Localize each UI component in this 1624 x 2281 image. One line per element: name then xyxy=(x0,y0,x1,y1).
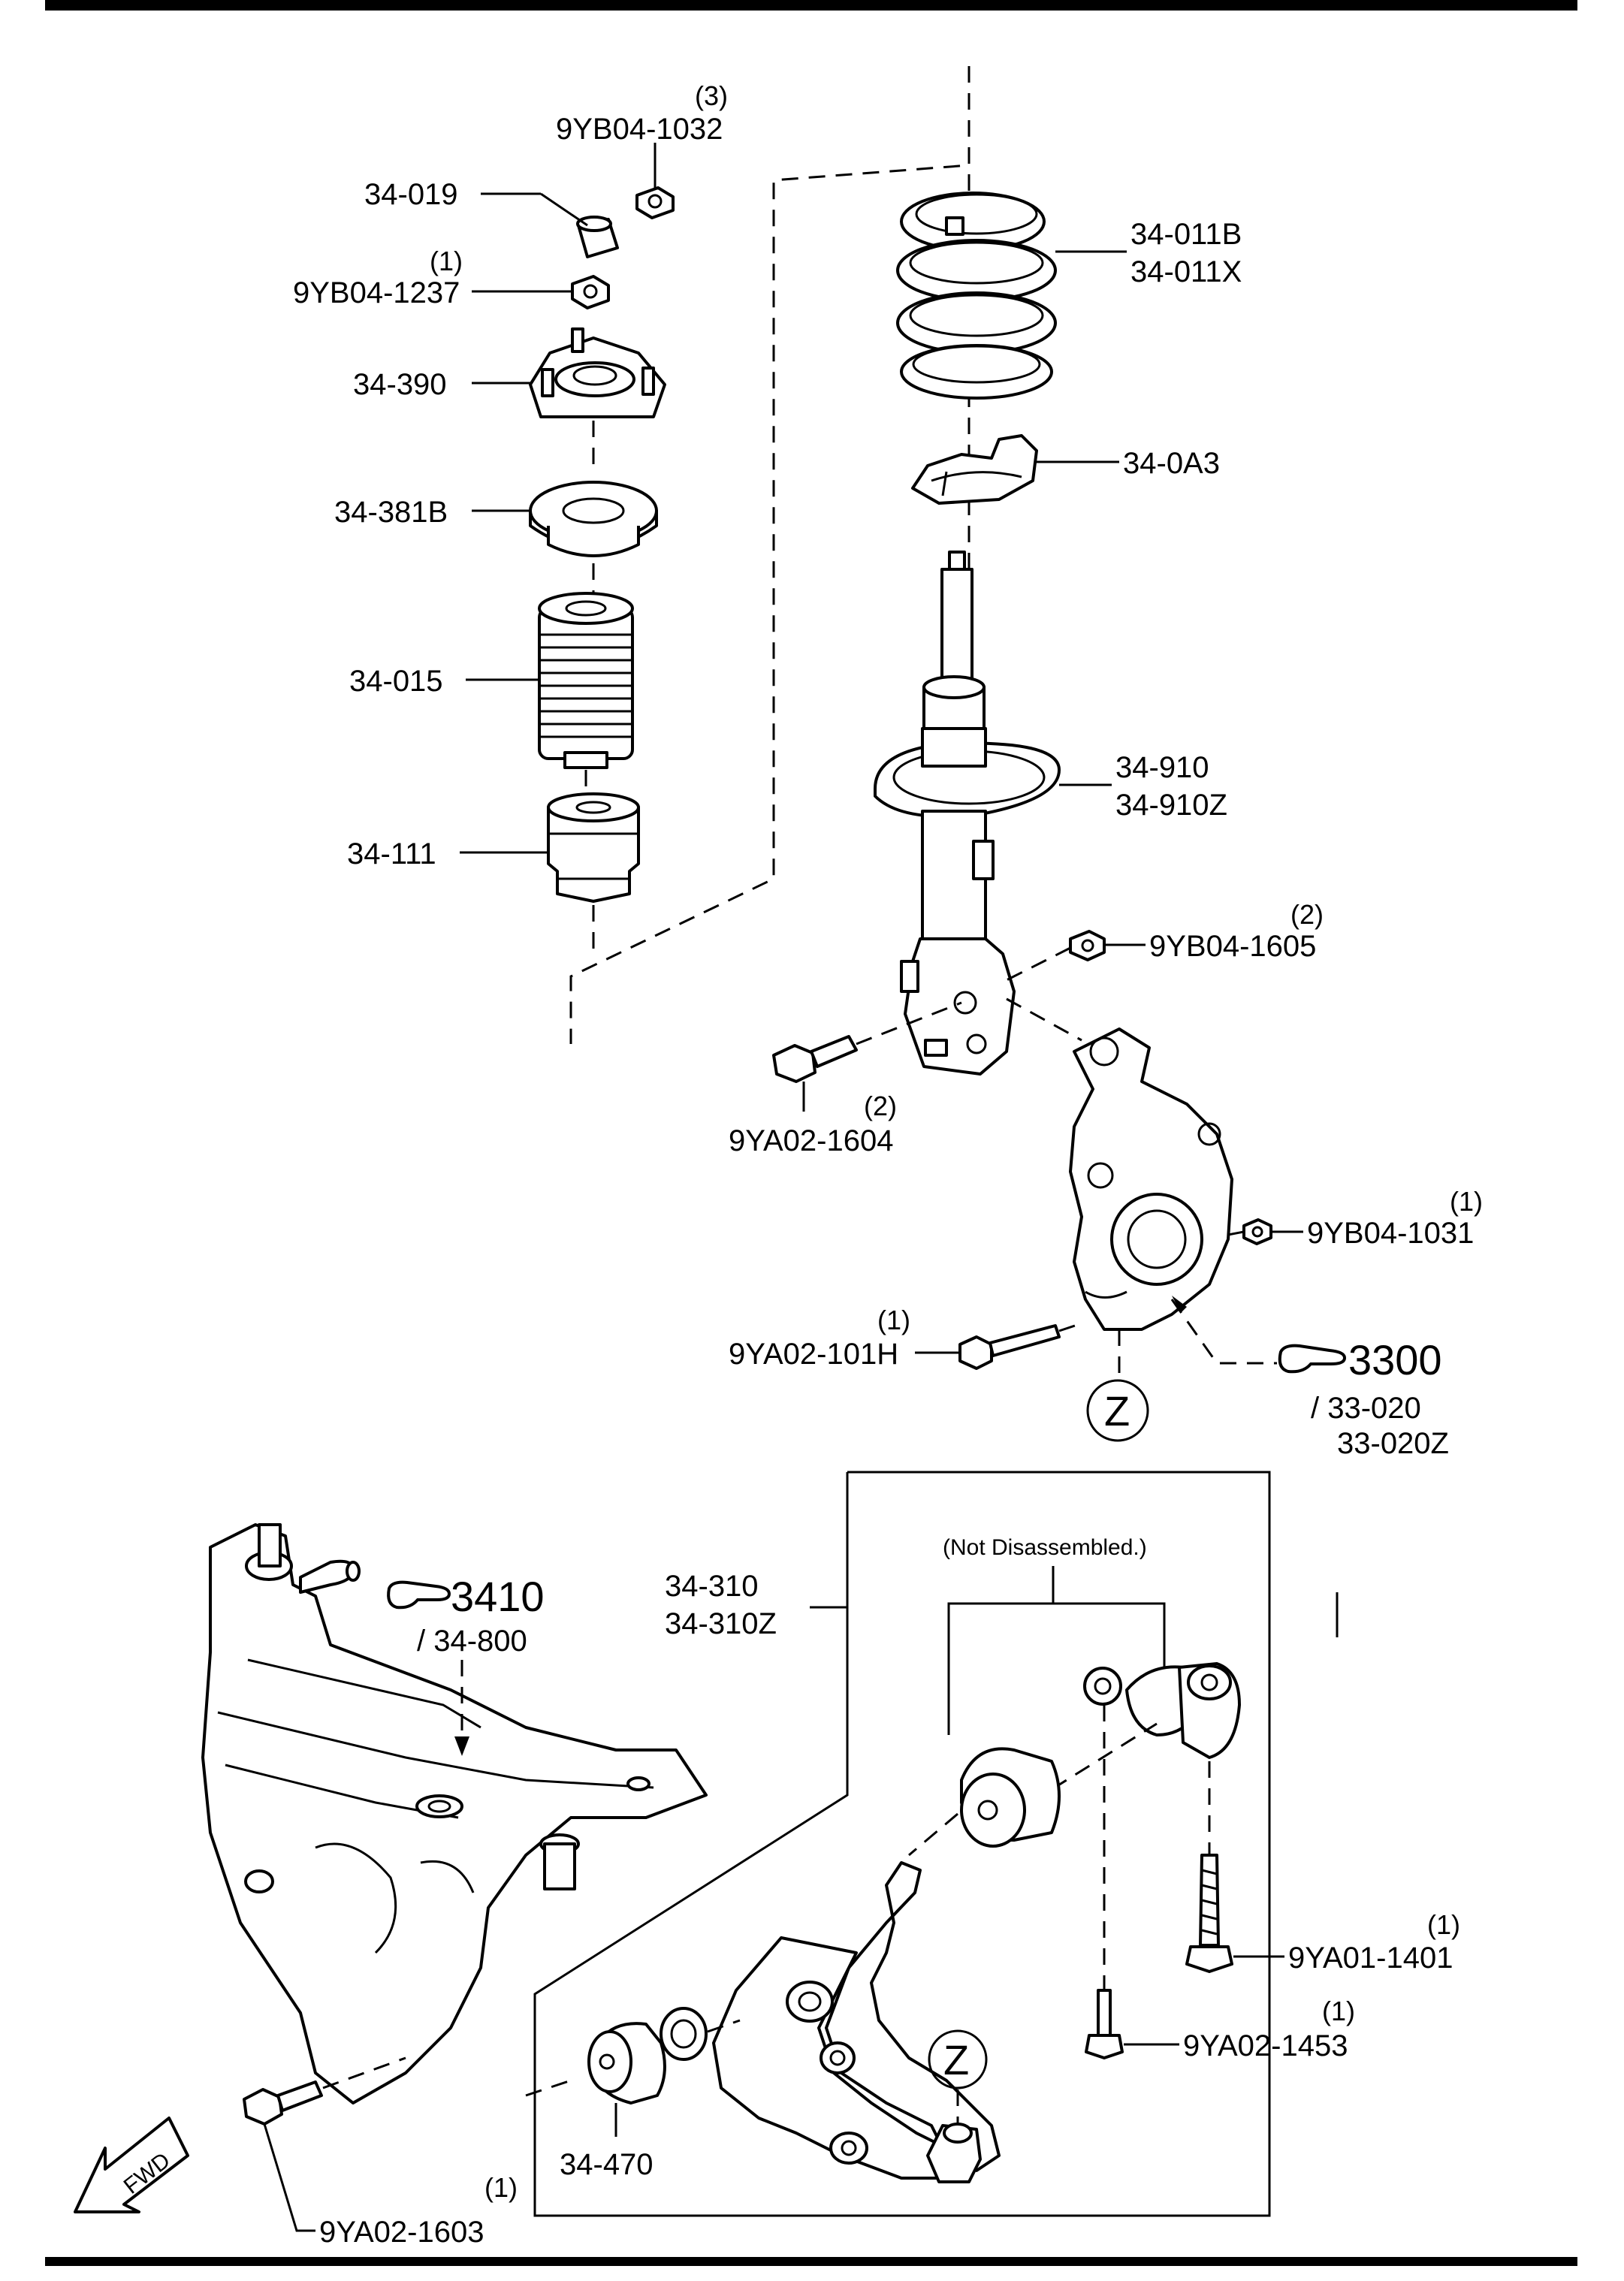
bolt-9ya02-1603-drawing xyxy=(243,2080,323,2126)
label-34-310: 34-310 xyxy=(665,1570,759,1603)
top-rule xyxy=(45,0,1577,11)
label-34-011x: 34-011X xyxy=(1130,255,1242,288)
qty-9yb04-1605: (2) xyxy=(1290,899,1324,930)
strut-34-910-drawing xyxy=(874,551,1061,1076)
bolt-9ya01-1401-drawing xyxy=(1185,1854,1233,1973)
nut-9yb04-1605-drawing xyxy=(1069,930,1106,961)
label-34-390: 34-390 xyxy=(353,368,447,401)
bottom-rule xyxy=(45,2257,1577,2266)
z-marker-circle-bottom xyxy=(928,2029,988,2089)
qty-9ya02-1603: (1) xyxy=(484,2172,518,2203)
label-34-381b: 34-381B xyxy=(334,496,448,529)
nut-9yb04-1031-drawing xyxy=(1242,1218,1272,1245)
label-34-910z: 34-910Z xyxy=(1115,789,1227,822)
label-34-310z: 34-310Z xyxy=(665,1607,777,1640)
label-9yb04-1031: 9YB04-1031 xyxy=(1307,1217,1474,1250)
spring-seat-34-0a3-drawing xyxy=(911,434,1038,505)
label-34-470: 34-470 xyxy=(560,2148,654,2181)
label-3410: 3410 xyxy=(451,1573,545,1620)
bolt-9ya02-101h-drawing xyxy=(958,1324,1061,1370)
label-34-0a3: 34-0A3 xyxy=(1123,447,1220,480)
pointing-hand-icon xyxy=(1278,1344,1346,1374)
nut-9yb04-1032-drawing xyxy=(635,143,675,219)
fwd-arrow-icon: FWD xyxy=(74,2117,189,2213)
label-34-019: 34-019 xyxy=(364,178,458,211)
label-9ya02-1603: 9YA02-1603 xyxy=(319,2216,484,2249)
bolt-9ya02-1604-drawing xyxy=(772,1035,858,1083)
boot-34-015-drawing xyxy=(538,592,634,769)
bearing-34-381b-drawing xyxy=(529,481,658,557)
qty-9ya02-1604: (2) xyxy=(864,1091,897,1121)
label-33-020: / 33-020 xyxy=(1311,1392,1421,1425)
label-9ya02-1604: 9YA02-1604 xyxy=(729,1124,893,1157)
qty-9yb04-1237: (1) xyxy=(430,246,463,276)
label-34-011b: 34-011B xyxy=(1130,218,1242,251)
qty-9ya02-101h: (1) xyxy=(877,1305,910,1335)
lower-arm-drawing xyxy=(712,1861,1001,2183)
bolt-9ya02-1453-drawing xyxy=(1085,1989,1124,2059)
mount-34-390-drawing xyxy=(529,327,666,418)
coil-spring-34-011-drawing xyxy=(896,192,1057,400)
front-bushing-drawing xyxy=(960,1747,1061,1848)
qty-9ya02-1453: (1) xyxy=(1322,1996,1355,2026)
label-9yb04-1032: 9YB04-1032 xyxy=(556,113,723,146)
qty-9ya01-1401: (1) xyxy=(1427,1909,1460,1940)
knuckle-drawing xyxy=(1069,1027,1233,1331)
qty-9yb04-1031: (1) xyxy=(1450,1186,1483,1217)
not-disassembled-note: (Not Disassembled.) xyxy=(943,1535,1147,1560)
bushing-34-470-drawing xyxy=(587,2007,708,2104)
z-marker-circle-top xyxy=(1086,1379,1149,1442)
pointing-hand-icon-3410 xyxy=(387,1580,451,1610)
label-34-111: 34-111 xyxy=(347,837,436,870)
z-marker-top: Z xyxy=(1104,1387,1130,1435)
label-34-800: / 34-800 xyxy=(417,1625,527,1658)
label-3300: 3300 xyxy=(1348,1336,1442,1383)
label-9ya02-101h: 9YA02-101H xyxy=(729,1338,898,1371)
lower-arm-box xyxy=(533,1471,1271,2217)
nut-9yb04-1237-drawing xyxy=(571,275,610,309)
z-marker-bottom: Z xyxy=(943,2036,969,2083)
label-9yb04-1605: 9YB04-1605 xyxy=(1149,930,1316,963)
subframe-drawing xyxy=(201,1523,708,2104)
label-9yb04-1237: 9YB04-1237 xyxy=(293,276,460,309)
label-34-015: 34-015 xyxy=(349,665,443,698)
label-9ya01-1401: 9YA01-1401 xyxy=(1288,1942,1453,1975)
rear-bushing-drawing xyxy=(1083,1662,1241,1759)
label-9ya02-1453: 9YA02-1453 xyxy=(1183,2029,1348,2062)
qty-9yb04-1032: (3) xyxy=(695,80,728,111)
label-34-910: 34-910 xyxy=(1115,751,1209,784)
bumpstop-34-111-drawing xyxy=(547,792,640,903)
label-33-020z: 33-020Z xyxy=(1337,1427,1449,1460)
cap-34-019-drawing xyxy=(576,216,619,258)
